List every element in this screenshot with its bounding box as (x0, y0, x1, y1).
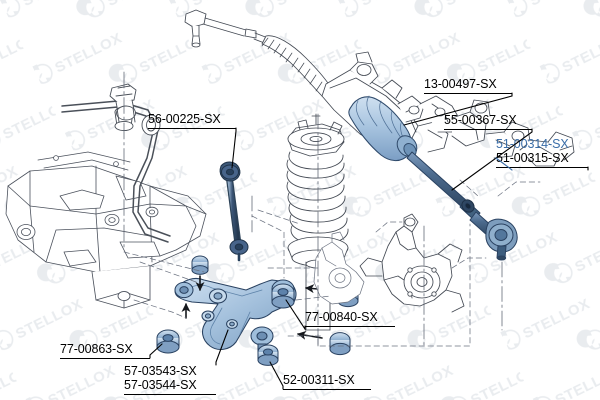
label-57-03543-sx: 57-03543-SX (124, 364, 197, 379)
label-51-00315-sx-text: 51-00315-SX (496, 151, 569, 165)
label-underline-51-00315 (496, 167, 588, 168)
label-57-03543-sx-text: 57-03543-SX (124, 364, 197, 378)
label-13-00497-sx-text: 13-00497-SX (424, 77, 497, 91)
label-13-00497-sx: 13-00497-SX (424, 77, 497, 92)
label-52-00311-sx: 52-00311-SX (283, 373, 355, 388)
label-57-03544-sx: 57-03544-SX (124, 378, 197, 393)
label-77-00840-sx: 77-00840-SX (305, 310, 378, 325)
label-77-00840-sx-text: 77-00840-SX (305, 310, 378, 324)
label-51-00314-sx-text: 51-00314-SX (496, 137, 569, 151)
label-55-00367-sx: 55-00367-SX (444, 113, 517, 128)
label-52-00311-sx-text: 52-00311-SX (283, 373, 355, 387)
label-underline-56-00225 (148, 128, 236, 129)
label-56-00225-sx-text: 56-00225-SX (148, 112, 221, 126)
label-underline-77-00863 (60, 358, 150, 359)
label-51-00314-sx: 51-00314-SX (496, 137, 569, 152)
label-55-00367-sx-text: 55-00367-SX (444, 113, 517, 127)
label-underline-55-00367 (444, 129, 532, 130)
label-57-03544-sx-text: 57-03544-SX (124, 378, 197, 392)
label-51-00315-sx: 51-00315-SX (496, 151, 569, 166)
label-underline-52-00311 (283, 389, 371, 390)
label-underline-57-03544 (124, 394, 216, 395)
label-77-00863-sx: 77-00863-SX (60, 342, 133, 357)
label-underline-77-00840 (305, 326, 395, 327)
label-56-00225-sx: 56-00225-SX (148, 112, 221, 127)
label-underline-13-00497 (424, 93, 512, 94)
label-77-00863-sx-text: 77-00863-SX (60, 342, 133, 356)
